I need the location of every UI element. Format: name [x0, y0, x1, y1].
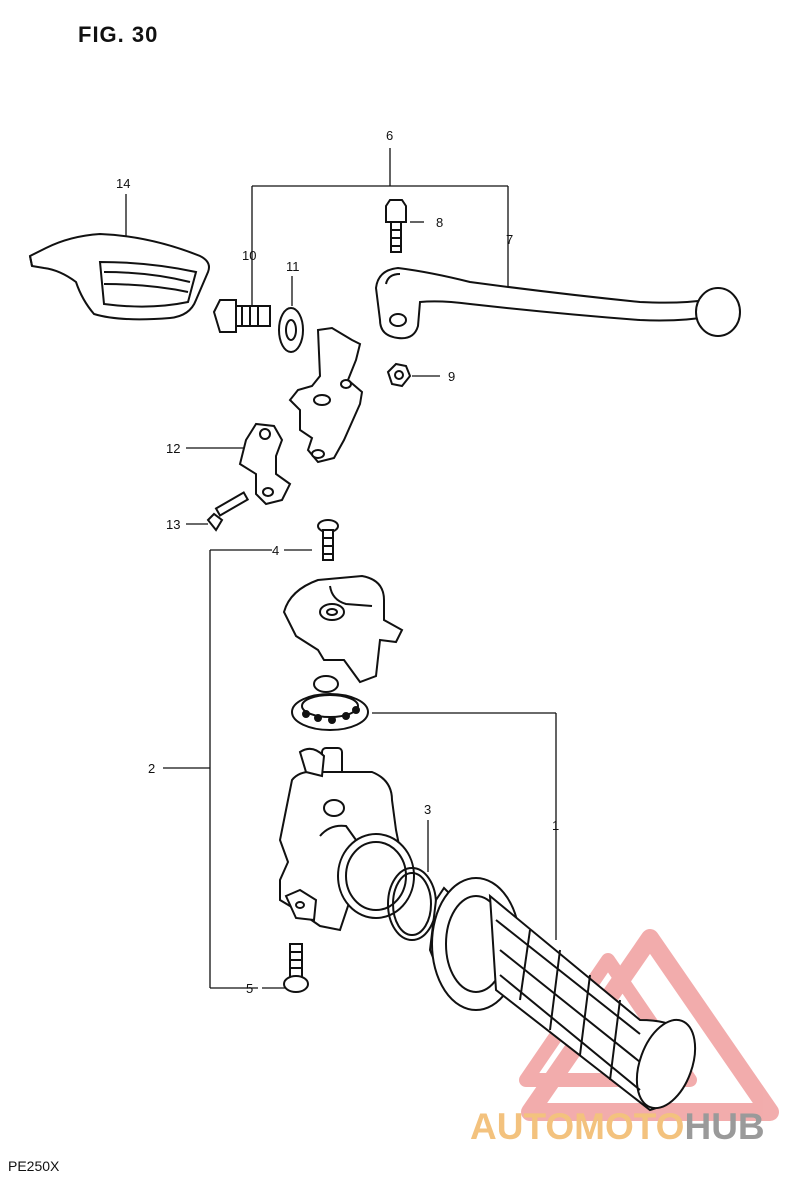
- part-label-7: 7: [506, 232, 513, 247]
- pivot-bolt: [385, 199, 407, 253]
- lever-nut: [386, 362, 412, 388]
- holder-clamp: [238, 422, 292, 506]
- part-label-4: 4: [272, 543, 279, 558]
- part-label-10: 10: [242, 248, 256, 263]
- lower-screw: [283, 943, 309, 993]
- leaders: [125, 194, 440, 872]
- cable-adjuster: [212, 299, 271, 333]
- adjuster-locknut: [278, 307, 304, 353]
- figure-title: FIG. 30: [78, 22, 159, 47]
- leader-1: [372, 712, 557, 940]
- leader-bracket-6: [251, 148, 509, 316]
- throttle-grip: [428, 877, 697, 1112]
- clutch-lever: [374, 266, 741, 340]
- part-label-5: 5: [246, 981, 253, 996]
- part-label-8: 8: [436, 215, 443, 230]
- part-label-2: 2: [148, 761, 155, 776]
- model-code: PE250X: [8, 1158, 60, 1174]
- part-label-13: 13: [166, 517, 180, 532]
- watermark-part1: AUTOMOTO: [470, 1106, 685, 1147]
- lever-cover-boot: [28, 232, 210, 321]
- part-label-9: 9: [448, 369, 455, 384]
- watermark-part2: HUB: [684, 1106, 765, 1147]
- part-label-6: 6: [386, 128, 393, 143]
- part-label-3: 3: [424, 802, 431, 817]
- lower-switch-housing: [278, 747, 402, 932]
- upper-switch-housing: [282, 574, 404, 684]
- housing-collar: [337, 833, 415, 919]
- part-label-12: 12: [166, 441, 180, 456]
- upper-screw: [317, 519, 339, 561]
- bearing-ring: [291, 675, 369, 731]
- part-label-1: 1: [552, 818, 559, 833]
- part-label-11: 11: [286, 259, 300, 274]
- clamp-screw: [206, 491, 250, 532]
- part-label-14: 14: [116, 176, 130, 191]
- lever-holder-bracket: [288, 326, 364, 464]
- watermark-text: AUTOMOTOHUB: [470, 1106, 765, 1148]
- part-labels: 1 2 3 4 5 6 7 8 9 10 11 12 13 14: [116, 128, 559, 996]
